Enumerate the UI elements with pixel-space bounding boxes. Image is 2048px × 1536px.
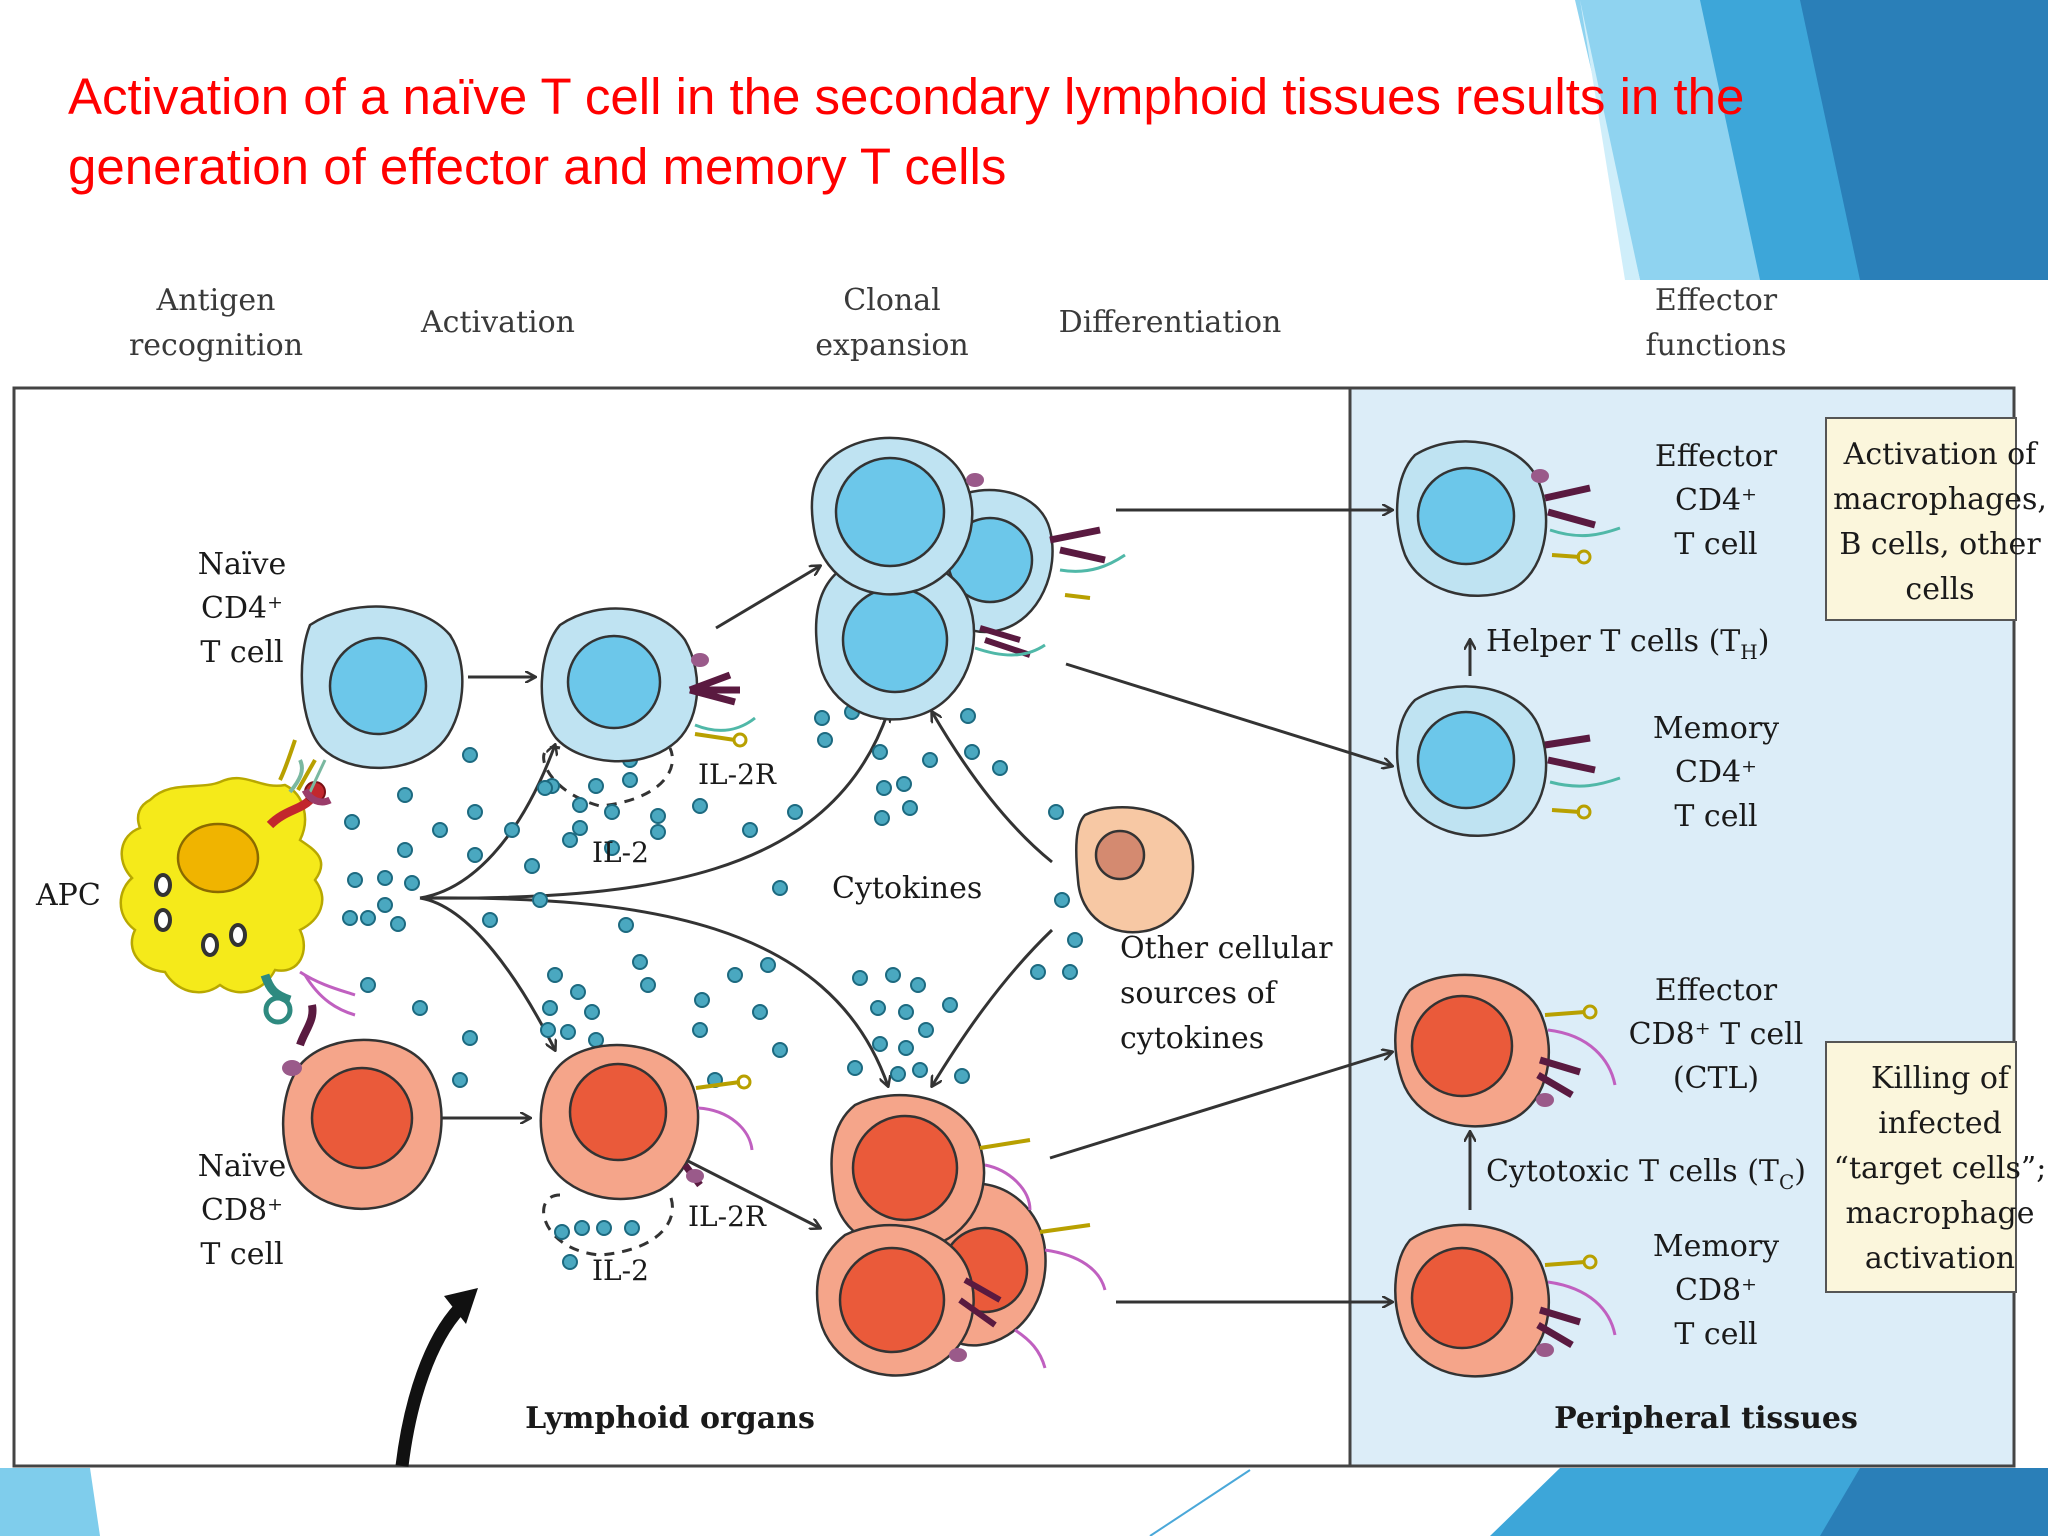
lymphoid-organs-label: Lymphoid organs <box>525 1401 815 1436</box>
memory-cd8-label-1: Memory <box>1653 1229 1779 1264</box>
memory-cd4-label-1: Memory <box>1653 711 1779 746</box>
memory-cd4-label-3: T cell <box>1674 799 1757 834</box>
cd8-function-line-2: infected <box>1878 1106 2002 1141</box>
header-activation: Activation <box>420 305 575 340</box>
activated-cd4-cell <box>540 607 756 763</box>
expanded-cd4-cluster <box>810 436 1126 721</box>
effector-cd8-label-1: Effector <box>1655 973 1778 1008</box>
arrow-cytokine-to-cd4 <box>419 745 555 900</box>
incoming-arrow <box>395 1303 465 1467</box>
effector-cd8-label-3: (CTL) <box>1673 1061 1759 1096</box>
effector-cd8-cell <box>1394 973 1617 1128</box>
apc-nucleus <box>176 822 260 894</box>
cd8-function-line-5: activation <box>1865 1241 2015 1276</box>
peripheral-tissues-label: Peripheral tissues <box>1554 1401 1858 1436</box>
il2r-bottom-label: IL-2R <box>688 1200 767 1233</box>
arrow-other-source-to-cd4 <box>932 712 1053 864</box>
arrow-to-memory-cd4 <box>1065 662 1392 766</box>
arrow-cd8-to-expansion <box>685 1158 820 1228</box>
arrow-to-effector-cd8 <box>1049 1052 1392 1160</box>
memory-cd8-cell <box>1394 1223 1617 1378</box>
cd4-function-line-1: Activation of <box>1843 437 2039 472</box>
activated-cd8-cell <box>539 1043 754 1201</box>
expanded-cd8-cluster <box>815 1093 1107 1377</box>
stage-headers: Antigen recognition Activation Clonal ex… <box>129 283 1787 363</box>
memory-cd8-label-3: T cell <box>1674 1317 1757 1352</box>
other-sources-label-2: sources of <box>1120 976 1278 1011</box>
il2-bottom-label: IL-2 <box>592 1254 649 1287</box>
header-effector-functions-2: functions <box>1646 328 1787 363</box>
naive-cd8-nucleus <box>310 1066 414 1170</box>
arrow-cytokine-to-cd8-expansion <box>419 896 888 1086</box>
naive-cd8-label-1: Naïve <box>198 1149 286 1184</box>
cd8-function-line-1: Killing of <box>1871 1061 2011 1096</box>
incoming-arrowhead <box>444 1288 478 1324</box>
effector-cd4-cell <box>1395 440 1621 598</box>
other-source-cell <box>1075 805 1195 934</box>
cytokines-label: Cytokines <box>832 871 982 906</box>
cd4-function-box: Activation of macrophages, B cells, othe… <box>1825 417 2047 621</box>
il2r-top-label: IL-2R <box>698 758 777 791</box>
naive-cd4-label-1: Naïve <box>198 547 286 582</box>
header-clonal-expansion-2: expansion <box>815 328 968 363</box>
naive-cd4-label-3: T cell <box>200 635 283 670</box>
arrow-cytokine-to-cd8 <box>419 896 555 1050</box>
effector-cd4-label-3: T cell <box>1674 527 1757 562</box>
arrow-cd4-to-expansion <box>715 566 820 630</box>
memory-cd8-label-2: CD8⁺ <box>1675 1273 1757 1308</box>
memory-cd4-label-2: CD4⁺ <box>1675 755 1757 790</box>
pathway-arrows <box>419 510 1470 1302</box>
effector-cd4-label-2: CD4⁺ <box>1675 483 1757 518</box>
cd8-function-box: Killing of infected “target cells”; macr… <box>1825 1041 2047 1293</box>
header-differentiation: Differentiation <box>1059 305 1282 340</box>
cd4-function-line-3: B cells, other <box>1839 527 2041 562</box>
apc-label: APC <box>35 878 101 913</box>
header-antigen-recognition-1: Antigen <box>156 283 276 318</box>
helper-t-cells-label: Helper T cells (TH) <box>1486 624 1769 664</box>
apc-cell <box>119 739 356 1025</box>
il2-top-label: IL-2 <box>592 836 649 869</box>
cytotoxic-t-cells-label: Cytotoxic T cells (TC) <box>1486 1154 1806 1194</box>
cd8-function-line-3: “target cells”; <box>1834 1151 2047 1186</box>
naive-cd8-label-2: CD8⁺ <box>201 1193 283 1228</box>
memory-cd4-cell <box>1395 685 1621 838</box>
header-antigen-recognition-2: recognition <box>129 328 303 363</box>
cd4-function-line-4: cells <box>1905 572 1974 607</box>
header-effector-functions-1: Effector <box>1655 283 1778 318</box>
effector-cd8-label-2: CD8⁺ T cell <box>1629 1017 1804 1052</box>
header-clonal-expansion-1: Clonal <box>843 283 940 318</box>
naive-cd4-cell <box>296 605 464 806</box>
naive-cd4-label-2: CD4⁺ <box>201 591 283 626</box>
naive-cd8-cell <box>281 1004 443 1211</box>
il2-autocrine-loop-top <box>542 745 674 808</box>
naive-cd8-label-3: T cell <box>200 1237 283 1272</box>
cd8-function-line-4: macrophage <box>1846 1196 2035 1231</box>
other-sources-label-3: cytokines <box>1120 1021 1264 1056</box>
naive-cd4-nucleus <box>328 636 428 736</box>
effector-cd4-label-1: Effector <box>1655 439 1778 474</box>
il2-autocrine-loop-bottom <box>542 1193 674 1257</box>
cd4-function-line-2: macrophages, <box>1833 482 2047 517</box>
other-sources-label-1: Other cellular <box>1120 931 1333 966</box>
slide-title: Activation of a naïve T cell in the seco… <box>68 68 1745 195</box>
arrow-other-source-to-cd8 <box>932 928 1054 1086</box>
arrow-cytokine-to-cd4-expansion <box>419 712 888 900</box>
